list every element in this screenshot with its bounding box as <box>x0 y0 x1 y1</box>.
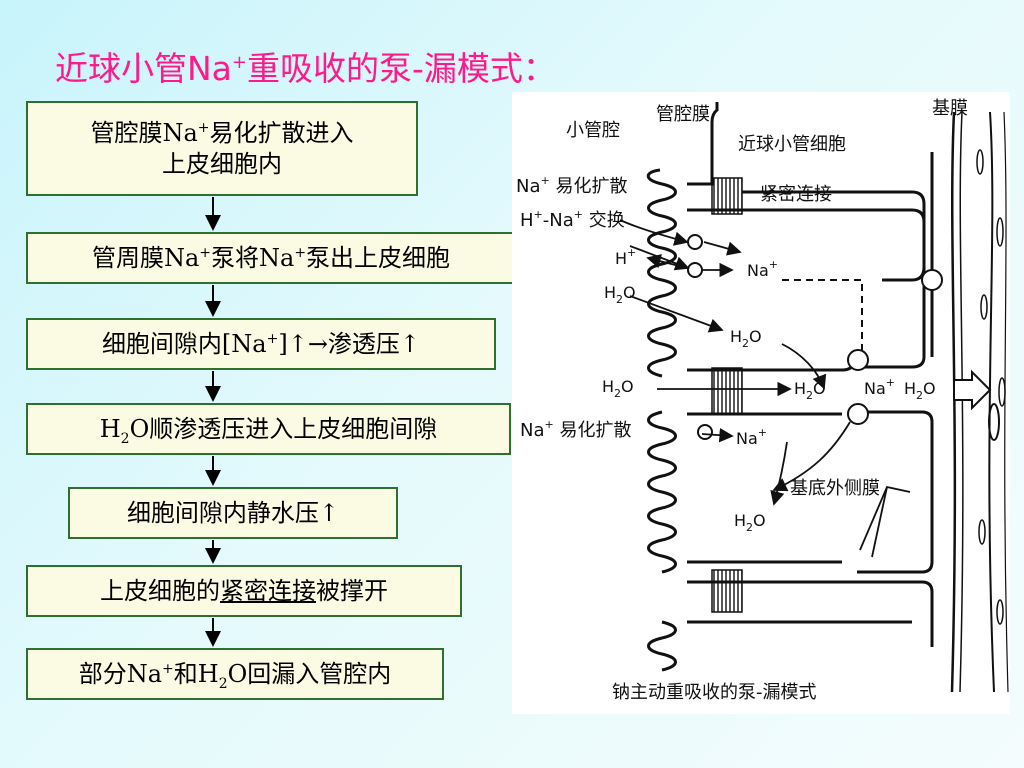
label-h2o-left-1: H2O <box>604 283 636 306</box>
luminal-carrier-3 <box>697 424 713 440</box>
step-luminal-entry: 管腔膜Na+易化扩散进入 上皮细胞内 <box>26 101 418 196</box>
na-pump-middle <box>847 349 869 371</box>
slide-title: 近球小管Na+重吸收的泵-漏模式： <box>55 49 556 88</box>
label-lumen: 小管腔 <box>566 120 620 141</box>
label-na-interstitium: Na+ <box>864 376 895 398</box>
label-h-na-exchange: H+-Na+ 交换 <box>520 208 625 231</box>
arrow-h-out <box>646 254 688 269</box>
luminal-carrier-2 <box>687 262 703 278</box>
label-na-plus-upper: Na+ <box>747 258 778 280</box>
upper-cell-outline <box>687 102 719 186</box>
basement-membrane <box>950 111 957 693</box>
figure-caption: 钠主动重吸收的泵-漏模式 <box>612 682 817 703</box>
label-h-plus: H+ <box>615 246 636 268</box>
label-basolateral-membrane: 基底外侧膜 <box>790 478 880 499</box>
label-h2o-junction: H2O <box>794 379 826 402</box>
capillary-wall <box>988 111 995 693</box>
na-pump-lower <box>847 403 869 425</box>
label-cell: 近球小管细胞 <box>738 134 846 155</box>
step-hydrostatic-pressure: 细胞间隙内静水压↑ <box>68 487 398 539</box>
label-luminal-membrane: 管腔膜 <box>656 104 710 125</box>
dashed-flow <box>782 279 863 350</box>
arrow-to-capillary <box>953 369 992 411</box>
tight-junction-top <box>711 177 743 215</box>
brush-border-lower <box>647 410 677 574</box>
label-h2o-lower: H2O <box>734 511 766 534</box>
label-h2o-interstitium: H2O <box>904 379 936 402</box>
arrow-backleak-curve <box>772 421 851 492</box>
upper-cell-body <box>687 208 926 369</box>
step-intercellular-osmotic: 细胞间隙内[Na+]↑→渗透压↑ <box>26 318 496 370</box>
label-na-facilitated-top: Na+ 易化扩散 <box>516 174 627 197</box>
pump-leak-figure: 小管腔 管腔膜 基膜 近球小管细胞 紧密连接 Na+ 易化扩散 H+-Na+ 交… <box>512 92 1010 714</box>
luminal-carrier-1 <box>687 234 703 250</box>
tight-junction-middle <box>711 367 743 415</box>
arrow-na-lower <box>701 427 734 443</box>
pump-leak-diagram: 小管腔 管腔膜 基膜 近球小管细胞 紧密连接 Na+ 易化扩散 H+-Na+ 交… <box>516 98 1009 703</box>
label-h2o-cell: H2O <box>730 327 762 350</box>
brush-border-upper <box>646 168 677 378</box>
tight-junction-bottom <box>711 569 743 613</box>
label-na-plus-lower: Na+ <box>736 426 767 448</box>
brush-border-bottom <box>647 620 677 672</box>
step-water-entry: H2O顺渗透压进入上皮细胞间隙 <box>26 403 511 455</box>
na-pump-top <box>921 269 943 291</box>
arrow-water-curve <box>781 343 827 390</box>
label-tight-junction: 紧密连接 <box>760 184 832 205</box>
label-basement-membrane: 基膜 <box>932 98 968 119</box>
label-h2o-left-2: H2O <box>602 377 634 400</box>
arrow-water-lower <box>770 441 788 506</box>
arrow-water-1 <box>629 295 724 333</box>
label-na-facilitated-lower: Na+ 易化扩散 <box>520 418 631 441</box>
arrow-na-entry <box>619 219 689 246</box>
step-backleak: 部分Na+和H2O回漏入管腔内 <box>26 648 444 700</box>
step-tight-junction: 上皮细胞的紧密连接被撑开 <box>26 565 462 617</box>
step-basolateral-pump: 管周膜Na+泵将Na+泵出上皮细胞 <box>26 232 516 284</box>
